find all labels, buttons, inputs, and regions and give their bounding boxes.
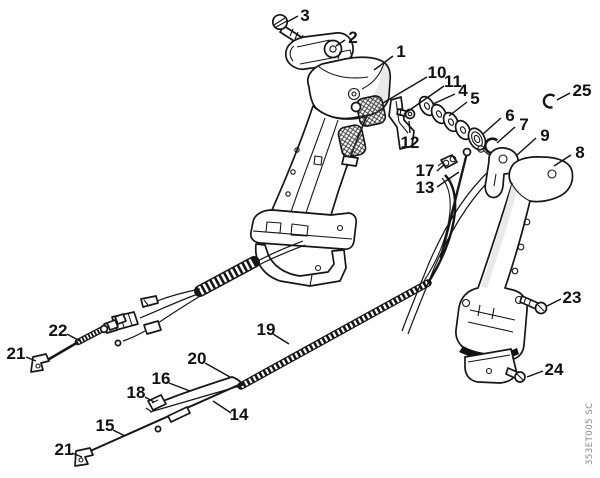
leader-5 <box>448 101 468 117</box>
crimp-barrel <box>167 406 191 423</box>
callout-20: 20 <box>188 349 207 368</box>
leader-7 <box>496 126 516 144</box>
callout-14: 14 <box>230 405 249 424</box>
part-grip-half <box>455 156 574 384</box>
callout-10: 10 <box>428 63 447 82</box>
leader-9 <box>515 137 537 157</box>
part-spiral-cable <box>237 174 457 390</box>
callouts: 3 2 1 10 11 4 5 25 6 7 9 8 12 17 13 23 2 <box>7 6 592 459</box>
leader-23 <box>546 298 562 307</box>
part-end-fitting-21a <box>30 353 50 373</box>
callout-21a: 21 <box>7 344 26 363</box>
part-screw-24 <box>505 367 526 383</box>
callout-21b: 21 <box>55 440 74 459</box>
part-washer-stack <box>418 95 487 151</box>
leader-8 <box>553 154 572 167</box>
cable-14 <box>149 384 244 413</box>
crimp-fitting <box>143 320 162 335</box>
leader-21b <box>71 452 83 458</box>
callout-9: 9 <box>540 126 549 145</box>
callout-5: 5 <box>470 89 479 108</box>
callout-12: 12 <box>401 133 420 152</box>
callout-25: 25 <box>573 81 592 100</box>
part-throttle-interlock <box>337 95 387 167</box>
callout-16: 16 <box>152 369 171 388</box>
callout-22: 22 <box>49 321 68 340</box>
callout-2: 2 <box>348 28 357 47</box>
callout-4: 4 <box>458 81 468 100</box>
part-corrugated-sleeve <box>194 256 260 297</box>
part-cable-bundle <box>87 376 244 453</box>
leader-21a <box>25 356 37 362</box>
part-cable-22 <box>43 313 127 364</box>
part-snap-ring <box>542 93 556 109</box>
leader-25 <box>556 92 571 101</box>
leader-22 <box>66 333 81 342</box>
leader-6 <box>482 117 502 135</box>
leader-20 <box>204 362 231 378</box>
callout-19: 19 <box>257 320 276 339</box>
leader-3 <box>286 15 299 23</box>
callout-24: 24 <box>545 360 564 379</box>
leader-2 <box>335 39 346 47</box>
leader-12 <box>408 120 411 134</box>
wire-16 <box>157 376 244 404</box>
callout-15: 15 <box>96 416 115 435</box>
harness-wires <box>103 240 306 347</box>
leader-10 <box>382 76 428 104</box>
spade-terminal <box>140 295 159 308</box>
part-end-fitting-18 <box>145 394 167 413</box>
callout-17: 17 <box>416 161 435 180</box>
leader-4 <box>432 93 456 105</box>
leader-11 <box>403 85 445 115</box>
part-screw-23 <box>519 295 548 315</box>
leader-15 <box>112 429 126 437</box>
callout-11: 11 <box>444 72 462 91</box>
callout-18: 18 <box>127 383 146 402</box>
leader-19 <box>272 333 290 345</box>
callout-3: 3 <box>300 6 309 25</box>
part-end-fitting-21b <box>74 447 94 467</box>
leader-18 <box>144 396 155 403</box>
leader-13 <box>436 171 460 188</box>
drawing-code: 353ET005 SC <box>585 402 595 465</box>
leader-14 <box>212 400 232 414</box>
part-lever-plate <box>388 96 415 150</box>
callout-6: 6 <box>505 106 514 125</box>
leader-24 <box>526 370 544 378</box>
leader-1 <box>373 55 394 71</box>
leader-17 <box>436 163 446 172</box>
cable-15 <box>87 382 244 453</box>
callout-7: 7 <box>519 115 528 134</box>
part-throttle-trigger <box>477 145 519 199</box>
callout-13: 13 <box>416 178 435 197</box>
callout-23: 23 <box>563 288 582 307</box>
callout-1: 1 <box>396 42 405 61</box>
leader-16 <box>168 382 191 392</box>
callout-8: 8 <box>575 143 584 162</box>
